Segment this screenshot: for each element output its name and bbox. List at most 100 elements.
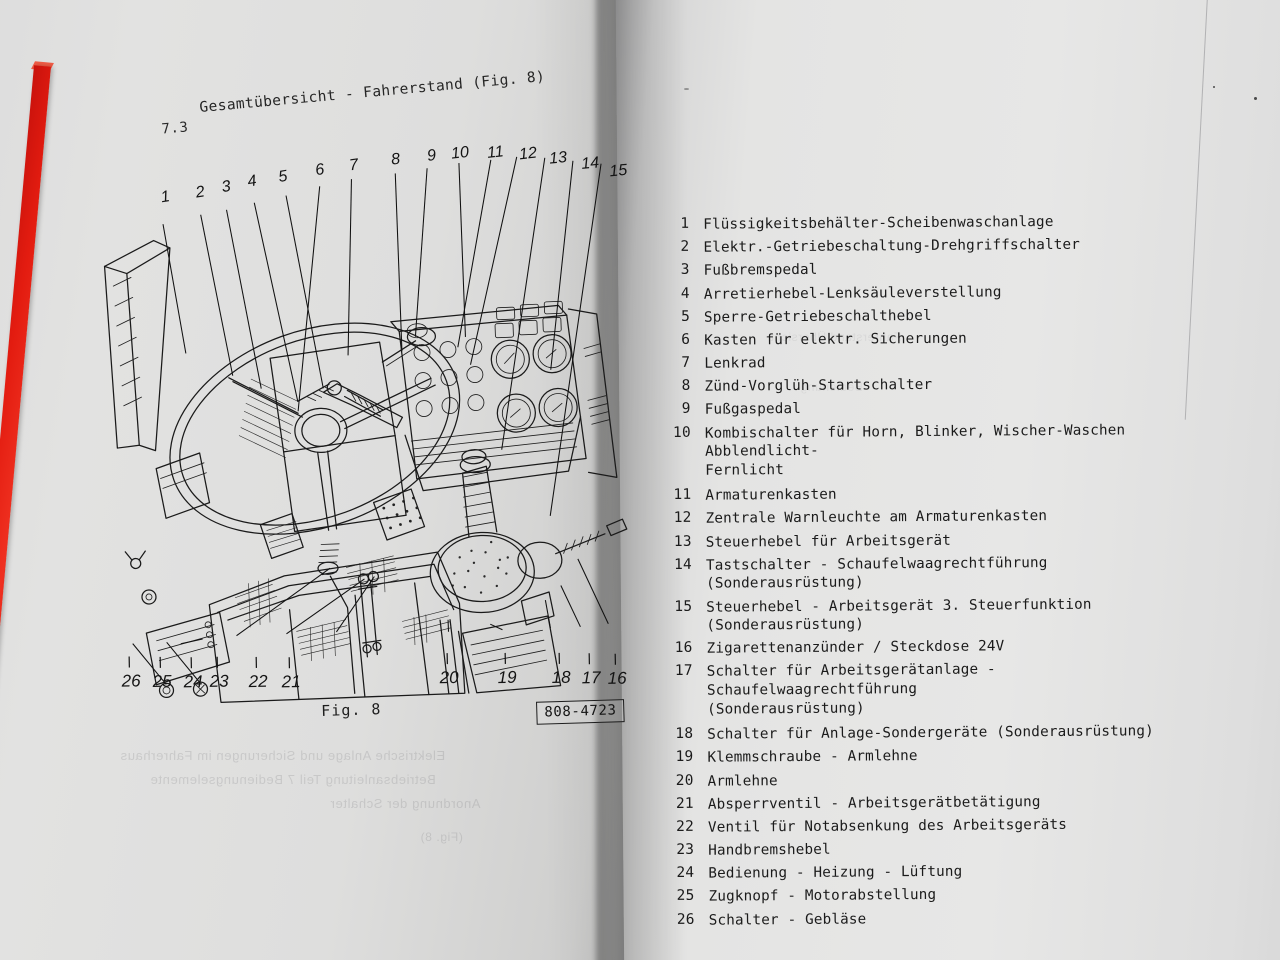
legend-item-text: Lenkrad (704, 355, 766, 372)
callout-22: 22 (248, 671, 268, 692)
legend-item: 9 Fußgaspedal (661, 397, 1181, 420)
legend-item-text: Kasten für elektr. Sicherungen (704, 330, 967, 349)
legend-item: 2 Elektr.-Getriebeschaltung-Drehgriffscha… (659, 235, 1179, 258)
legend-item-text: Handbremshebel (708, 841, 831, 859)
legend-item-text: Armlehne (707, 772, 778, 790)
legend-item-text: Bedienung - Heizung - Lüftung (708, 863, 963, 882)
legend-item-text: Armaturenkasten (705, 486, 837, 504)
callout-9: 9 (426, 146, 438, 165)
legend-item-number: 19 (675, 749, 694, 766)
legend-item-number: 6 (681, 331, 691, 348)
legend-item-text: Klemmschraube - Armlehne (707, 748, 918, 767)
legend-item: 24 Bedienung - Heizung - Lüftung (664, 861, 1184, 884)
callout-15: 15 (608, 161, 628, 181)
legend-item-text: Ventil für Notabsenkung des Arbeitsgerät… (707, 816, 1068, 836)
legend-item-number: 21 (675, 795, 694, 812)
callout-16: 16 (607, 668, 627, 688)
legend-item-number: 3 (680, 262, 690, 279)
legend-item-text: Zünd-Vorglüh-Startschalter (704, 377, 933, 395)
legend-item-text: Schalter für Anlage-Sondergeräte (Sonder… (707, 723, 1154, 743)
legend-item-number: 12 (673, 510, 692, 527)
legend-item: 19 Klemmschraube - Armlehne (663, 745, 1183, 768)
callout-24: 24 (183, 672, 203, 692)
callout-18: 18 (551, 667, 571, 688)
legend-item-text: Arretierhebel-Lenksäuleverstellung (703, 283, 1002, 303)
legend-item: 3 Fußbremspedal (660, 258, 1180, 281)
left-page-content: 7.3 Gesamtübersicht - Fahrerstand (Fig. … (92, 68, 643, 725)
legend-item: 11 Armaturenkasten (661, 483, 1181, 506)
legend-item-text: Flüssigkeitsbehälter-Scheibenwaschanlage (703, 213, 1054, 233)
legend-item-number: 14 (673, 556, 692, 573)
legend-item-text: Kombischalter für Horn, Blinker, Wischer… (704, 421, 1126, 479)
legend-item-number: 1 (680, 215, 690, 232)
legend-item-text: Fußgaspedal (704, 401, 802, 419)
legend-item: 1 Flüssigkeitsbehälter-Scheibenwaschanlag… (659, 212, 1179, 235)
callout-12: 12 (518, 144, 538, 164)
legend-item: 6 Kasten für elektr. Sicherungen (660, 328, 1180, 351)
legend-item-number: 2 (680, 238, 690, 256)
legend-item-text: Zigarettenanzünder / Steckdose 24V (706, 638, 1005, 657)
legend-item-text: Zentrale Warnleuchte am Armaturenkasten (705, 508, 1048, 528)
legend-item-text: Schalter für Arbeitsgerätanlage - Schauf… (706, 661, 996, 718)
legend-item-number: 16 (674, 640, 693, 657)
cab-overview-drawing (92, 127, 643, 706)
legend-item: 14 Tastschalter - Schaufelwaagrechtführun… (662, 553, 1182, 594)
callout-7: 7 (348, 156, 360, 175)
legend-item: 12 Zentrale Warnleuchte am Armaturenkaste… (661, 506, 1181, 529)
legend-item-number: 22 (676, 818, 695, 835)
callout-20: 20 (439, 667, 459, 688)
callout-19: 19 (497, 667, 517, 688)
legend-item-text: Elektr.-Getriebeschaltung-Drehgriffschal… (703, 236, 1081, 256)
legend-item-text: Absperrventil - Arbeitsgerätbetätigung (707, 793, 1041, 813)
callout-8: 8 (390, 150, 402, 169)
callout-11: 11 (486, 143, 505, 162)
callout-14: 14 (580, 154, 600, 173)
legend-item: 5 Sperre-Getriebeschalthebel (660, 305, 1180, 328)
figure-caption: Fig. 8 (320, 700, 382, 720)
section-title: Gesamtübersicht - Fahrerstand (Fig. 8) (198, 68, 546, 117)
legend-item-number: 20 (675, 772, 694, 789)
legend-item-text: Schalter - Gebläse (708, 911, 867, 929)
legend-item-text: Fußbremspedal (703, 262, 818, 280)
legend-item: 18 Schalter für Anlage-Sondergeräte (Sond… (663, 722, 1183, 745)
legend-item: 17 Schalter für Arbeitsgerätanlage - Scha… (663, 659, 1183, 719)
section-number: 7.3 (160, 119, 189, 138)
legend-item-number: 8 (681, 378, 691, 395)
drawing-code: 808-4723 (544, 702, 617, 721)
legend-item-number: 25 (676, 888, 695, 905)
legend-item-text: Sperre-Getriebeschalthebel (703, 307, 932, 326)
legend-item-number: 23 (676, 841, 695, 859)
legend-item: 8 Zünd-Vorglüh-Startschalter (660, 374, 1180, 397)
paper-speck (1254, 97, 1257, 100)
callout-23: 23 (209, 671, 229, 691)
legend-item: 20 Armlehne (664, 768, 1184, 791)
legend-item: 23 Handbremshebel (664, 838, 1184, 861)
legend-item-number: 7 (681, 354, 691, 371)
legend-item-text: Steuerhebel für Arbeitsgerät (705, 532, 952, 551)
legend-item-number: 11 (673, 487, 692, 504)
legend-item: 26 Schalter - Gebläse (665, 908, 1185, 931)
legend-item-number: 17 (674, 663, 693, 680)
legend-item-number: 26 (676, 911, 695, 928)
callout-25: 25 (152, 671, 172, 692)
legend-item-number: 9 (681, 401, 691, 418)
legend-item-number: 10 (672, 424, 691, 441)
binding-gutter-shadow (596, 0, 686, 960)
legend-item-number: 13 (673, 533, 692, 550)
legend-item-number: 4 (680, 285, 690, 302)
callout-10: 10 (450, 143, 470, 163)
legend-item: 22 Ventil für Notabsenkung des Arbeitsger… (664, 815, 1184, 838)
legend-item-number: 15 (674, 598, 693, 615)
legend-list: 1 Flüssigkeitsbehälter-Scheibenwaschanlag… (659, 212, 1185, 935)
legend-item-number: 5 (680, 308, 691, 325)
legend-item-number: 18 (675, 726, 694, 743)
legend-item-number: 24 (676, 865, 695, 882)
paper-speck (1213, 86, 1215, 88)
callout-13: 13 (548, 149, 568, 168)
legend-item: 7 Lenkrad (660, 351, 1180, 374)
callout-17: 17 (581, 668, 601, 688)
legend-item-text: Tastschalter - Schaufelwaagrechtführung … (705, 554, 1048, 593)
